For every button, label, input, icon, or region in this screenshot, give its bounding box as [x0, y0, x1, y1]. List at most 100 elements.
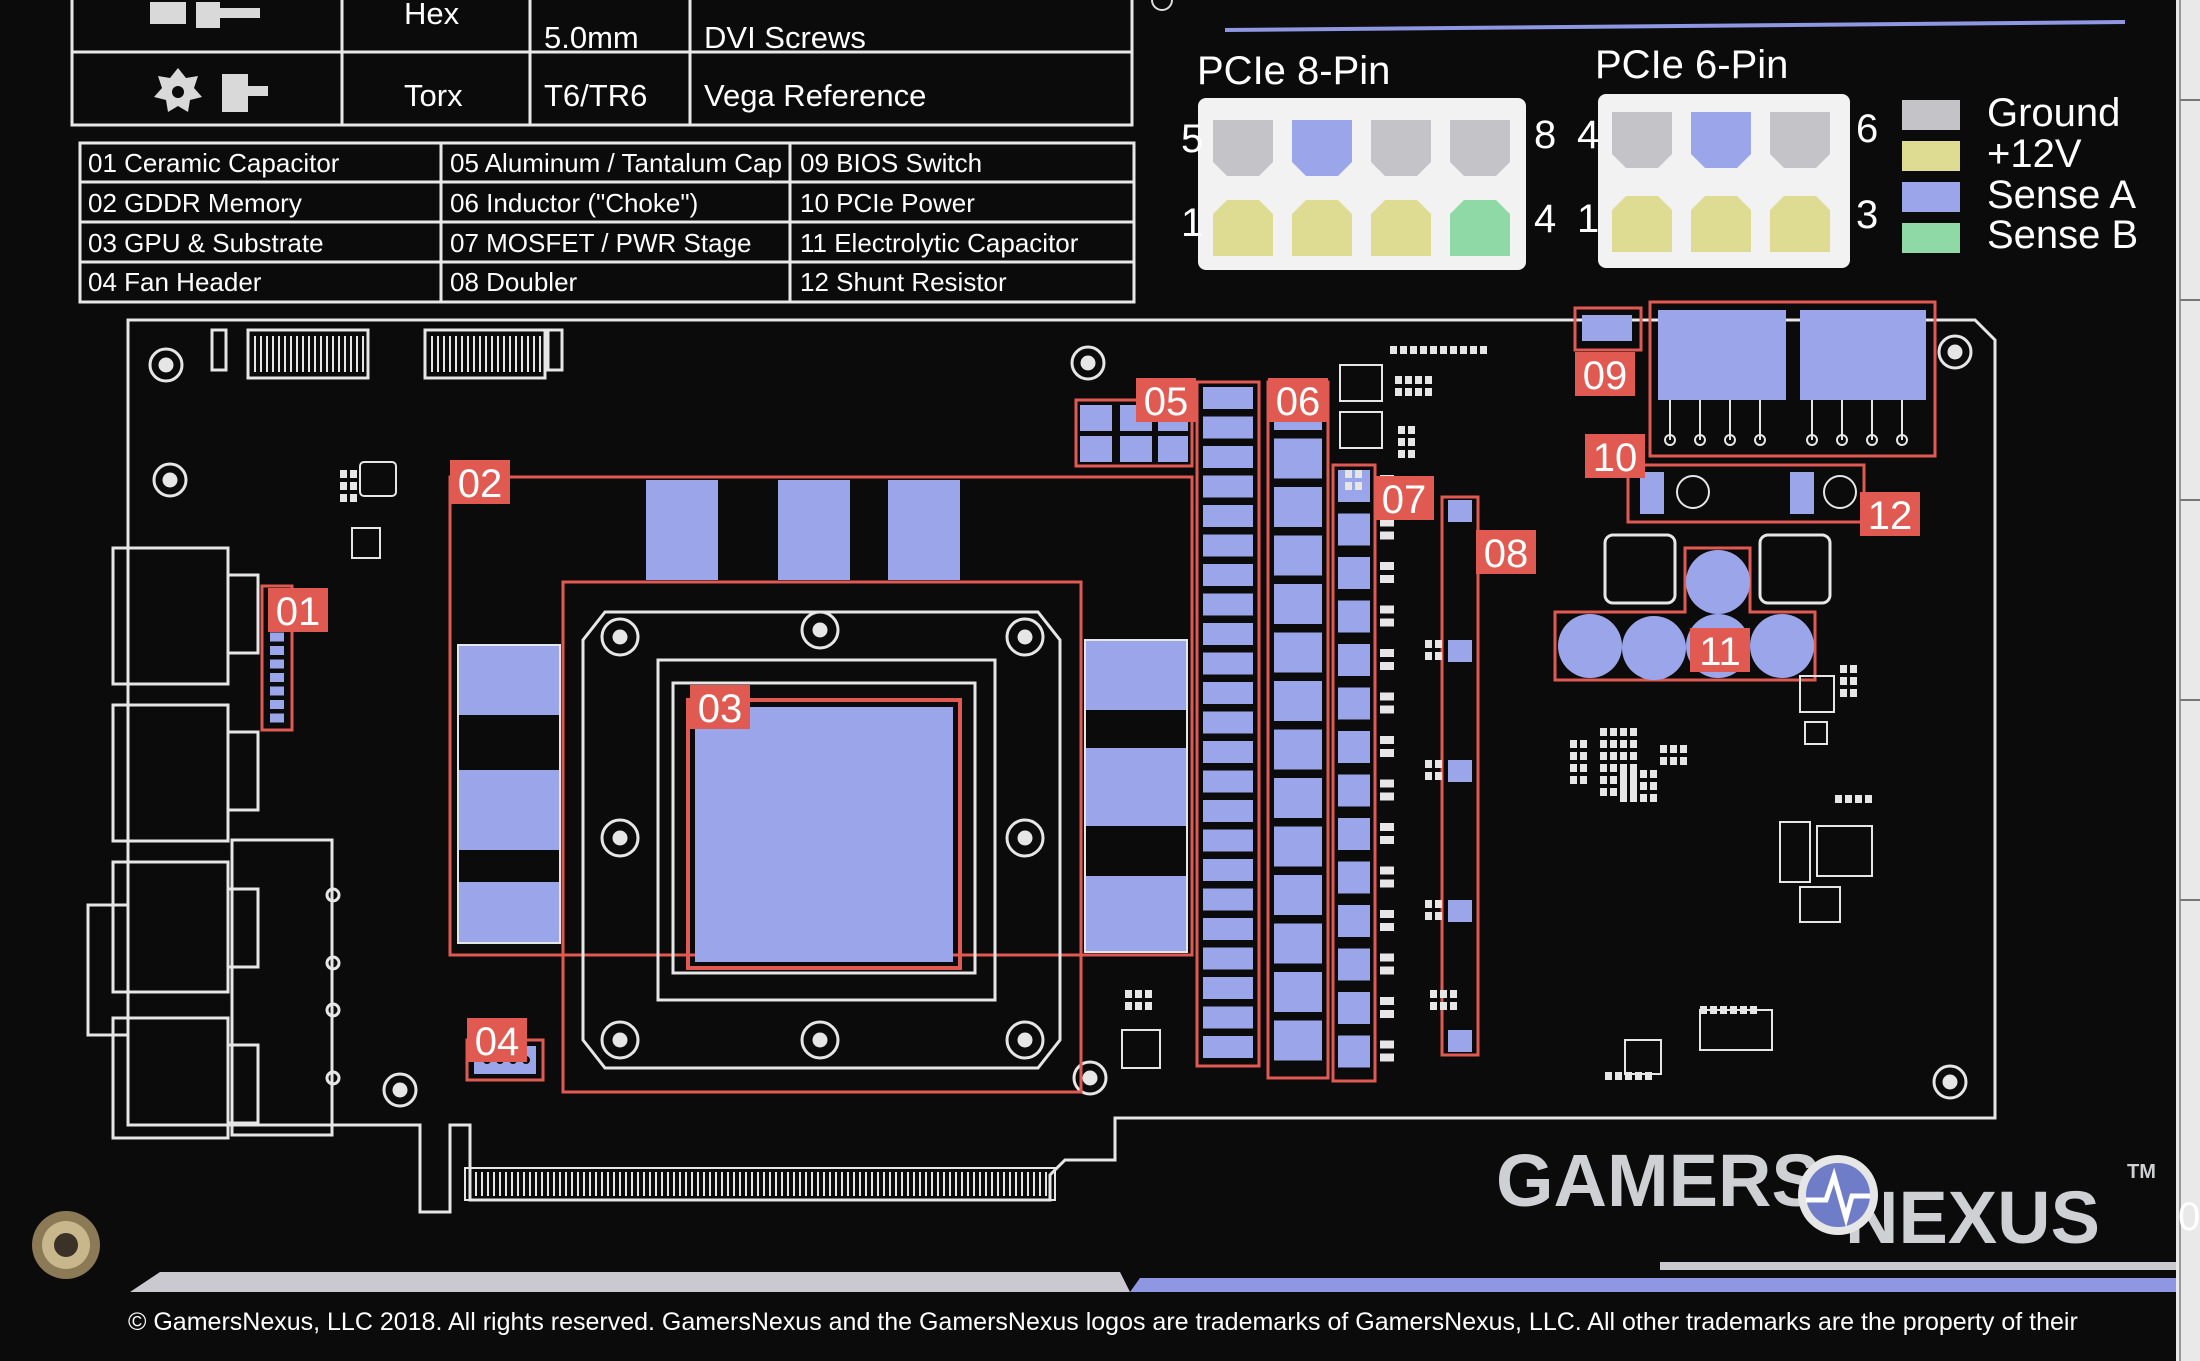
smd-part — [1408, 438, 1415, 446]
pin-label: 1 — [1577, 197, 1599, 241]
marker-label-11: 11 — [1699, 630, 1741, 674]
smd-part — [1398, 450, 1405, 458]
smd-capacitor — [1203, 623, 1253, 645]
smd-capacitor — [1203, 593, 1253, 616]
smd-part — [1425, 640, 1432, 648]
smd-capacitor — [1203, 829, 1253, 852]
ceramic-capacitor — [270, 659, 284, 669]
legend-item-05: 05 Aluminum / Tantalum Cap — [450, 148, 782, 178]
lead-pad — [1664, 434, 1676, 446]
smd-part — [1645, 1072, 1652, 1080]
smd-part — [1620, 740, 1627, 748]
lead-pad — [1724, 434, 1736, 446]
smd-part — [1408, 426, 1415, 434]
mosfet-pad — [1380, 792, 1394, 801]
legend-swatch-sense-a — [1902, 182, 1960, 212]
smd-part — [1390, 346, 1397, 354]
smd-part — [340, 470, 347, 478]
smd-part — [1610, 728, 1617, 736]
smd-part — [1430, 346, 1437, 354]
smd-part — [1430, 1002, 1437, 1010]
legend-item-03: 03 GPU & Substrate — [88, 228, 324, 258]
screw-hole — [600, 617, 640, 657]
smd-part — [1630, 764, 1637, 772]
smd-part — [1845, 795, 1852, 803]
screw-hole — [600, 818, 640, 858]
smd-part — [1425, 652, 1432, 660]
legend-item-12: 12 Shunt Resistor — [800, 267, 1007, 297]
smd-capacitor — [1203, 446, 1253, 468]
pcie-8pin-title: PCIe 8-Pin — [1197, 49, 1390, 93]
smd-part — [1680, 745, 1687, 753]
smd-part — [1395, 388, 1402, 396]
mosfet-pad — [1380, 662, 1394, 670]
smd-part — [350, 482, 357, 490]
pin — [1213, 200, 1273, 256]
gpu-bracket-screws — [600, 610, 1045, 1060]
smd-part — [1680, 757, 1687, 765]
doublers — [1448, 500, 1472, 1052]
mosfet-pad — [1380, 966, 1394, 975]
smd-part — [1610, 776, 1617, 784]
marker-badge-02 — [450, 460, 510, 504]
smd-part — [1855, 795, 1862, 803]
legend-label-12v: +12V — [1987, 132, 2082, 176]
brand-right: NEXUS — [1845, 1176, 2100, 1259]
smd-part — [1450, 346, 1457, 354]
legend-item-01: 01 Ceramic Capacitor — [88, 148, 340, 178]
ceramic-capacitor — [270, 700, 284, 709]
smd-part — [1415, 388, 1422, 396]
smd-capacitor — [1203, 1036, 1253, 1058]
inductors — [1274, 390, 1322, 1061]
brand-trademark: TM — [2127, 1161, 2156, 1183]
smd-part — [1450, 990, 1457, 998]
screw-hole — [1005, 818, 1045, 858]
mosfet-pad — [1380, 923, 1394, 931]
mosfet-pad — [1380, 749, 1394, 757]
smd-part — [1600, 764, 1607, 772]
smd-part — [1460, 346, 1467, 354]
mosfet — [1338, 992, 1370, 1024]
gpu-die-zone — [686, 698, 962, 970]
smd-part — [1740, 1006, 1747, 1014]
brand-left: GAMERS — [1496, 1139, 1821, 1222]
inductor — [1274, 923, 1322, 964]
screw-table: Hex 5.0mm DVI Screws Torx T6/TR6 Vega Re… — [70, 0, 1134, 127]
gpu-retention-bracket — [581, 610, 1062, 1070]
smd-part — [1580, 776, 1587, 784]
smd-part — [1835, 795, 1842, 803]
inductor — [1274, 584, 1322, 624]
legend-table: 01 Ceramic Capacitor 02 GDDR Memory 03 G… — [78, 141, 1136, 304]
pin-label: 4 — [1577, 113, 1599, 157]
smd-part — [340, 482, 347, 490]
smd-part — [1570, 776, 1577, 784]
legend-label-ground: Ground — [1987, 91, 2120, 135]
marker-badge-11 — [1690, 628, 1750, 672]
smd-part — [1600, 752, 1607, 760]
screw-hole — [1005, 1020, 1045, 1060]
smd-part — [1435, 772, 1442, 780]
smd-part — [1580, 740, 1587, 748]
legend-item-11: 11 Electrolytic Capacitor — [800, 228, 1079, 258]
smd-part — [340, 494, 347, 502]
smd-part — [1640, 782, 1647, 790]
mosfet — [1338, 687, 1370, 720]
screw-hole — [800, 610, 840, 650]
smd-part — [1840, 689, 1847, 697]
smd-part — [1620, 788, 1627, 796]
smd-part — [1620, 728, 1627, 736]
smd-part — [350, 494, 357, 502]
mosfet — [1338, 600, 1370, 633]
pin — [1612, 112, 1672, 168]
lead-pad — [1694, 434, 1706, 446]
smd-part — [1610, 752, 1617, 760]
ceramic-capacitor — [270, 713, 284, 723]
mosfet-pad — [1380, 836, 1394, 844]
mosfet — [1338, 818, 1370, 850]
pin-color-legend: Ground +12V Sense A Sense B — [1902, 91, 2138, 257]
marker-label-06: 06 — [1276, 380, 1321, 424]
mosfet — [1338, 470, 1370, 502]
screw-size-torx: T6/TR6 — [544, 78, 647, 113]
gamersnexus-logo: GAMERS NEXUS TM — [1496, 1139, 2156, 1259]
mosfet-pad — [1380, 605, 1394, 614]
